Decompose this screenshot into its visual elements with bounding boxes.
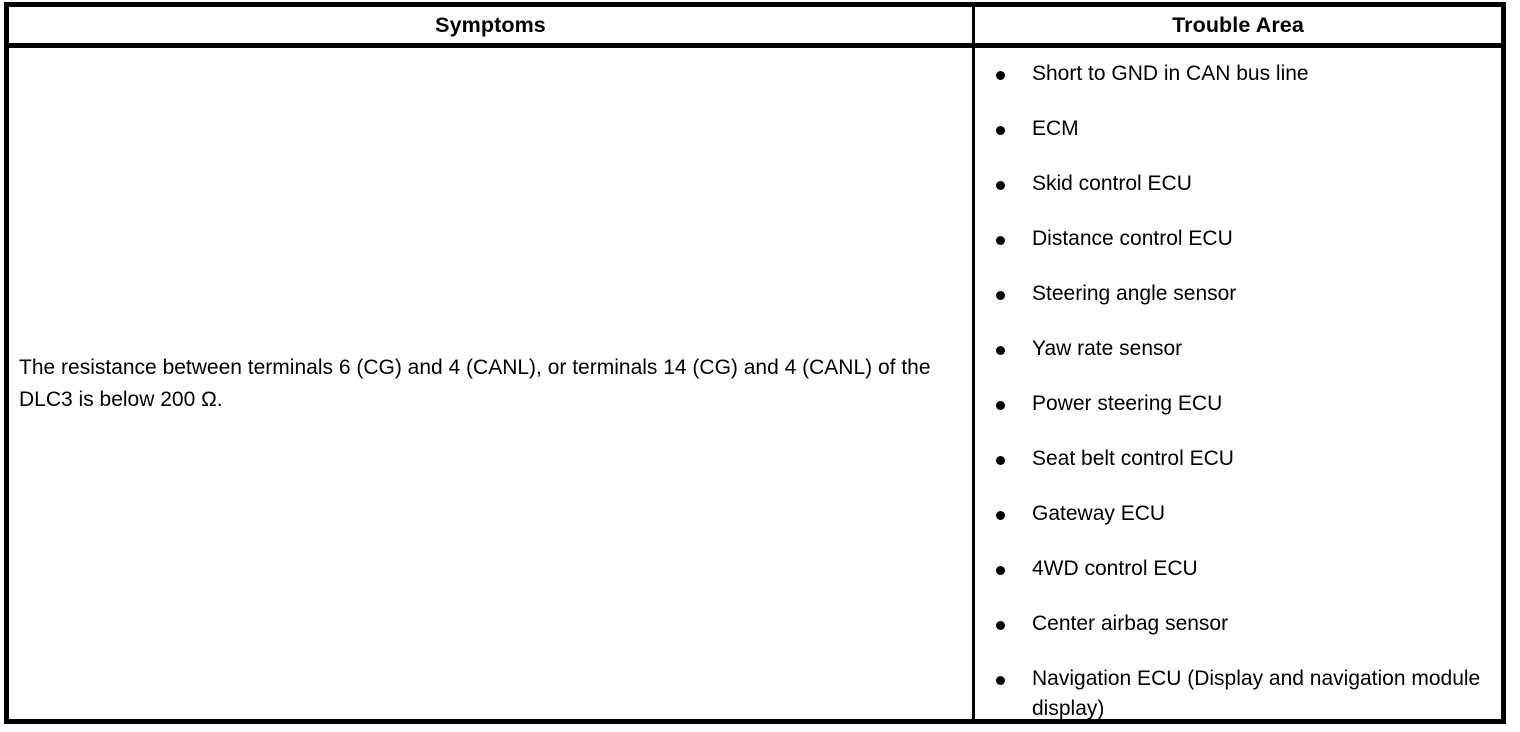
table-body-row: The resistance between terminals 6 (CG) …	[9, 48, 1501, 720]
bullet-point-icon	[996, 181, 1005, 190]
list-item: Skid control ECU	[975, 169, 1501, 199]
list-item: 4WD control ECU	[975, 554, 1501, 584]
bullet-point-icon	[996, 236, 1005, 245]
cell-trouble-area: Short to GND in CAN bus line ECM Skid co…	[975, 48, 1501, 720]
list-item: Seat belt control ECU	[975, 444, 1501, 474]
trouble-area-label: 4WD control ECU	[1032, 557, 1198, 580]
column-header-trouble-area: Trouble Area	[1172, 12, 1304, 37]
list-item: Power steering ECU	[975, 389, 1501, 419]
table-header-row: Symptoms Trouble Area	[9, 7, 1501, 48]
trouble-area-label: Short to GND in CAN bus line	[1032, 62, 1309, 85]
trouble-area-label: Center airbag sensor	[1032, 612, 1229, 635]
symptom-description: The resistance between terminals 6 (CG) …	[19, 355, 931, 411]
list-item: Short to GND in CAN bus line	[975, 59, 1501, 89]
trouble-area-label: Gateway ECU	[1032, 502, 1166, 525]
trouble-area-label: ECM	[1032, 117, 1079, 140]
trouble-area-label: Seat belt control ECU	[1032, 447, 1234, 470]
bullet-point-icon	[996, 566, 1005, 575]
symptom-trouble-table: Symptoms Trouble Area The resistance bet…	[4, 2, 1506, 724]
column-header-symptoms: Symptoms	[9, 7, 975, 43]
bullet-point-icon	[996, 71, 1005, 80]
cell-symptoms: The resistance between terminals 6 (CG) …	[9, 48, 975, 719]
bullet-point-icon	[996, 676, 1005, 685]
list-item: Yaw rate sensor	[975, 334, 1501, 364]
trouble-area-label: Steering angle sensor	[1032, 282, 1237, 305]
list-item: Distance control ECU	[975, 224, 1501, 254]
bullet-point-icon	[996, 291, 1005, 300]
trouble-area-label: Skid control ECU	[1032, 172, 1192, 195]
list-item: ECM	[975, 114, 1501, 144]
list-item: Steering angle sensor	[975, 279, 1501, 309]
bullet-point-icon	[996, 511, 1005, 520]
trouble-area-label: Distance control ECU	[1032, 227, 1233, 250]
list-item: Gateway ECU	[975, 499, 1501, 529]
bullet-point-icon	[996, 401, 1005, 410]
bullet-point-icon	[996, 346, 1005, 355]
trouble-area-list: Short to GND in CAN bus line ECM Skid co…	[975, 48, 1501, 724]
list-item: Center airbag sensor	[975, 609, 1501, 639]
bullet-point-icon	[996, 126, 1005, 135]
bullet-point-icon	[996, 456, 1005, 465]
trouble-area-label: Yaw rate sensor	[1032, 337, 1183, 360]
list-item: Navigation ECU (Display and navigation m…	[975, 664, 1501, 724]
trouble-area-label: Power steering ECU	[1032, 392, 1223, 415]
bullet-point-icon	[996, 621, 1005, 630]
trouble-area-label: Navigation ECU (Display and navigation m…	[1032, 667, 1481, 720]
